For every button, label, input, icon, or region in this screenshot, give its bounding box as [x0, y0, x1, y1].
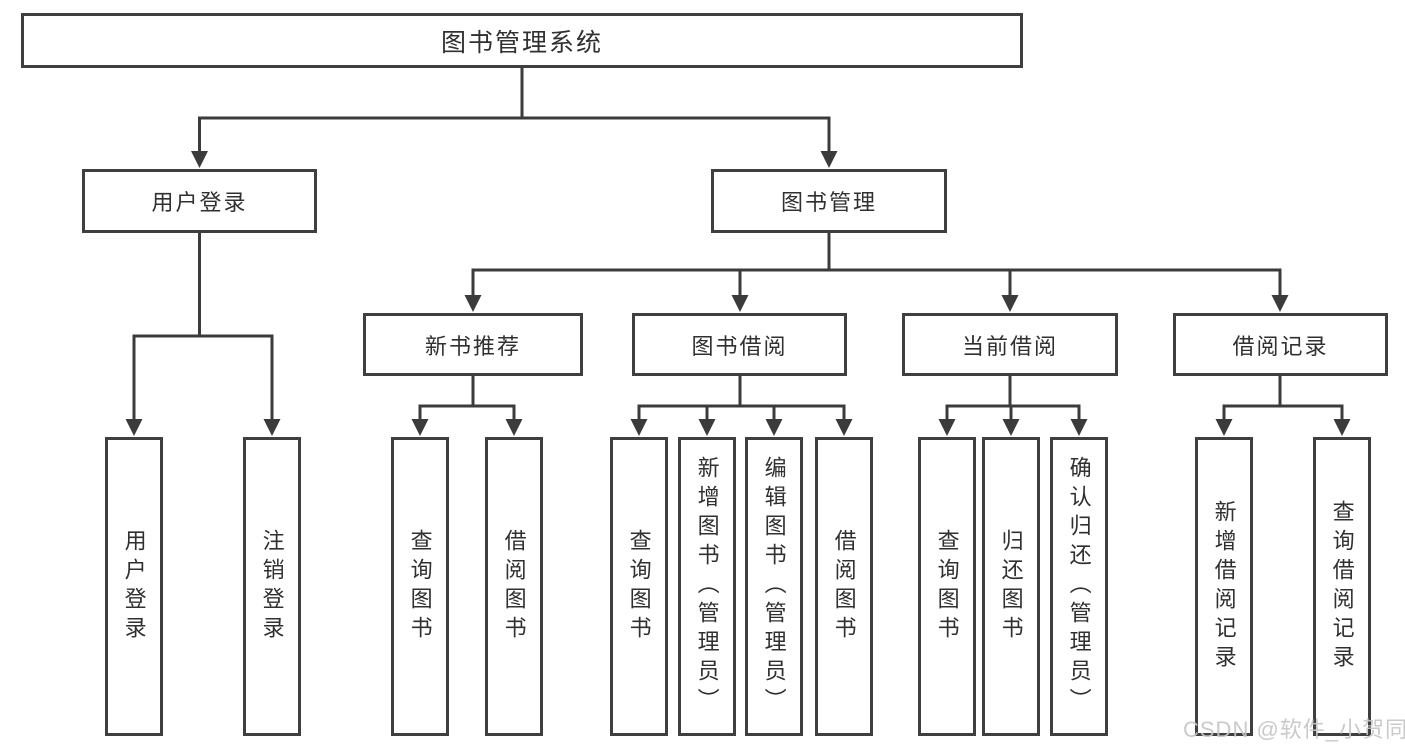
node-current-borrow: 当前借阅	[902, 313, 1118, 376]
arrowhead-icon	[505, 419, 523, 436]
arrowhead-icon	[731, 295, 749, 312]
arrowhead-icon	[820, 151, 838, 168]
csdn-watermark: CSDN @软件_小贺同学	[1183, 717, 1405, 742]
arrowhead-icon	[191, 151, 208, 168]
arrowhead-icon	[411, 419, 429, 436]
leaf-current-return-books: 归还图书	[982, 437, 1040, 736]
arrowhead-icon	[1001, 295, 1019, 312]
arrowhead-icon	[263, 419, 281, 436]
leaf-newbook-borrow-books: 借阅图书	[485, 437, 543, 736]
edge-root-to-level2	[198, 68, 831, 153]
leaf-newbook-query-books: 查询图书	[391, 437, 449, 736]
leaf-record-query-borrow-record: 查询借阅记录	[1313, 437, 1371, 736]
node-user-login: 用户登录	[82, 169, 317, 233]
arrowhead-icon	[698, 419, 716, 436]
edge-bookborrow-children	[637, 376, 846, 421]
edge-bookmgmt-to-level3	[471, 233, 1282, 297]
arrowhead-icon	[1215, 419, 1233, 436]
edge-currentborrow-children	[945, 376, 1081, 421]
node-borrow-record: 借阅记录	[1173, 313, 1388, 376]
edge-borrowrecord-children	[1222, 376, 1344, 421]
arrowheads	[125, 151, 1351, 436]
arrowhead-icon	[765, 419, 783, 436]
leaf-borrow-query-books: 查询图书	[610, 437, 668, 736]
node-root-system: 图书管理系统	[21, 13, 1023, 68]
leaf-record-add-borrow-record: 新增借阅记录	[1195, 437, 1253, 736]
edge-userlogin-children	[132, 233, 274, 421]
arrowhead-icon	[464, 295, 482, 312]
leaf-borrow-add-books-admin: 新增图书（管理员）	[678, 437, 736, 736]
node-book-management: 图书管理	[711, 169, 947, 233]
node-book-borrow: 图书借阅	[632, 313, 847, 376]
leaf-borrow-borrow-books: 借阅图书	[815, 437, 873, 736]
edge-newbook-children	[418, 376, 516, 421]
arrowhead-icon	[1271, 295, 1289, 312]
leaf-borrow-edit-books-admin: 编辑图书（管理员）	[745, 437, 803, 736]
node-new-book-recommend: 新书推荐	[363, 313, 583, 376]
leaf-user-login: 用户登录	[105, 437, 163, 736]
arrowhead-icon	[630, 419, 648, 436]
leaf-current-query-books: 查询图书	[918, 437, 976, 736]
arrowhead-icon	[938, 419, 956, 436]
arrowhead-icon	[125, 419, 143, 436]
arrowhead-icon	[1333, 419, 1351, 436]
leaf-logout: 注销登录	[243, 437, 301, 736]
leaf-current-confirm-return-admin: 确认归还（管理员）	[1050, 437, 1108, 736]
arrowhead-icon	[1002, 419, 1020, 436]
arrowhead-icon	[1070, 419, 1088, 436]
arrowhead-icon	[835, 419, 853, 436]
